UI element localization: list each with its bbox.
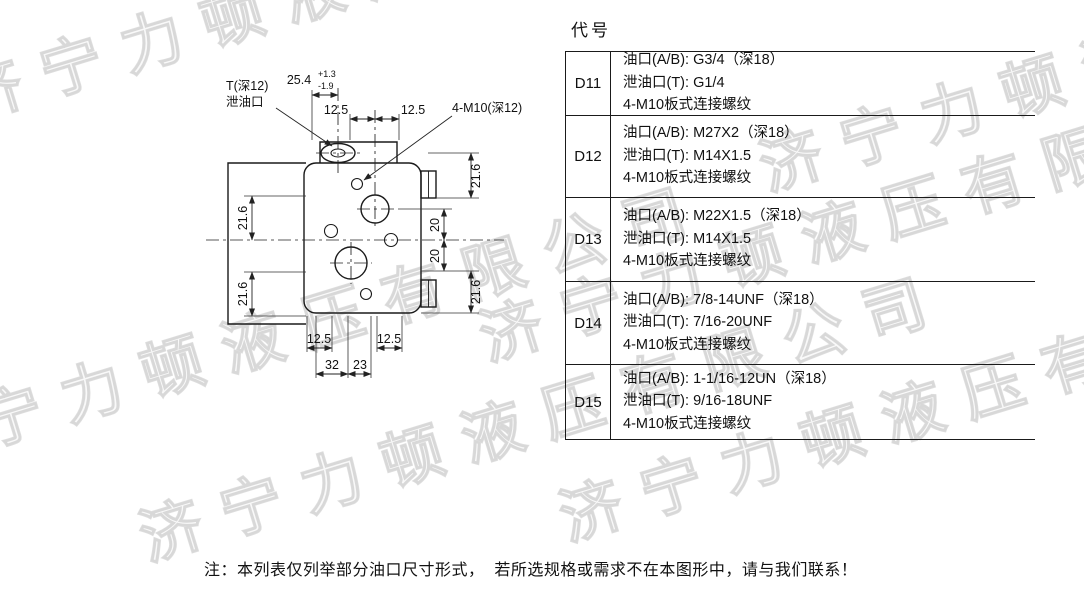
table-rows: D11 油口(A/B): G3/4（深18） 泄油口(T): G1/4 4-M1… — [565, 51, 1035, 440]
dim-32: 32 — [325, 358, 339, 372]
spec-line: 油口(A/B): 7/8-14UNF（深18） — [623, 291, 824, 308]
bolt-hole-circle — [350, 177, 364, 191]
dim-21-6-left-top: 21.6 — [236, 206, 250, 230]
center-lines-group — [206, 88, 504, 284]
table-row: D15 油口(A/B): 1-1/16-12UN（深18） 泄油口(T): 9/… — [566, 364, 1035, 440]
leader-lines-group — [275, 107, 453, 181]
port-b-crosshair — [330, 242, 372, 284]
row-code-cell: D14 — [566, 282, 611, 364]
dim-23: 23 — [353, 358, 367, 372]
spec-line: 泄油口(T): M14X1.5 — [623, 147, 752, 164]
spec-line: 油口(A/B): G3/4（深18） — [623, 52, 785, 69]
spec-line: 4-M10板式连接螺纹 — [623, 170, 752, 187]
dim-12-5-bottom-right: 12.5 — [377, 332, 401, 346]
port-t-crosshair — [316, 88, 361, 175]
bolt-hole-circle — [359, 287, 373, 301]
technical-drawing: T(深12) 泄油口 4-M10(深12) 25.4 +1.3 -1.9 12.… — [206, 69, 522, 378]
footer-note: 注：本列表仅列举部分油口尺寸形式， 若所选规格或需求不在本图形中，请与我们联系！ — [204, 562, 858, 579]
dim-21-6-left-bottom: 21.6 — [236, 282, 250, 306]
dim-20-lower: 20 — [428, 249, 442, 263]
row-spec-cell: 油口(A/B): M27X2（深18） 泄油口(T): M14X1.5 4-M1… — [611, 116, 1035, 197]
dim-12-5-top-right: 12.5 — [401, 103, 425, 117]
spec-line: 泄油口(T): G1/4 — [623, 74, 725, 91]
spec-line: 泄油口(T): 7/16-20UNF — [623, 314, 773, 331]
bolt-leader — [363, 115, 453, 181]
top-boss — [319, 141, 398, 163]
row-spec-cell: 油口(A/B): 7/8-14UNF（深18） 泄油口(T): 7/16-20U… — [611, 282, 1035, 364]
dim-12-5-bottom-left: 12.5 — [307, 332, 331, 346]
spec-line: 油口(A/B): M27X2（深18） — [623, 125, 799, 142]
table-header-cell: 代号 — [571, 21, 611, 40]
table-row: D12 油口(A/B): M27X2（深18） 泄油口(T): M14X1.5 … — [566, 115, 1035, 197]
port-a-crosshair — [357, 110, 394, 228]
row-spec-cell: 油口(A/B): M22X1.5（深18） 泄油口(T): M14X1.5 4-… — [611, 198, 1035, 281]
dim-21-6-right-bottom: 21.6 — [469, 280, 483, 304]
dim-25-4: 25.4 — [287, 73, 311, 87]
port-t-label-line2: 泄油口 — [226, 95, 264, 109]
row-spec-cell: 油口(A/B): G3/4（深18） 泄油口(T): G1/4 4-M10板式连… — [611, 52, 1035, 115]
spec-line: 4-M10板式连接螺纹 — [623, 415, 752, 432]
port-t-leader — [275, 107, 333, 147]
row-code-cell: D12 — [566, 116, 611, 197]
table-row: D11 油口(A/B): G3/4（深18） 泄油口(T): G1/4 4-M1… — [566, 51, 1035, 115]
port-t-label-line1: T(深12) — [226, 79, 268, 93]
dim-12-5-top-left: 12.5 — [324, 103, 348, 117]
row-spec-cell: 油口(A/B): 1-1/16-12UN（深18） 泄油口(T): 9/16-1… — [611, 365, 1035, 439]
row-code-cell: D11 — [566, 52, 611, 115]
dim-20-upper: 20 — [428, 218, 442, 232]
left-profile — [227, 162, 306, 325]
spec-line: 泄油口(T): M14X1.5 — [623, 230, 752, 247]
bolt-pattern-label: 4-M10(深12) — [452, 101, 522, 115]
row-code-cell: D13 — [566, 198, 611, 281]
spec-line: 4-M10板式连接螺纹 — [623, 336, 752, 353]
dim-21-6-right-top: 21.6 — [469, 164, 483, 188]
body-outline-group — [227, 141, 437, 325]
spec-line: 4-M10板式连接螺纹 — [623, 253, 752, 270]
table-row: D14 油口(A/B): 7/8-14UNF（深18） 泄油口(T): 7/16… — [566, 281, 1035, 364]
table-row: D13 油口(A/B): M22X1.5（深18） 泄油口(T): M14X1.… — [566, 197, 1035, 281]
dimension-lines-group — [249, 92, 474, 377]
bolt-hole-circle — [323, 223, 339, 239]
spec-line: 油口(A/B): M22X1.5（深18） — [623, 208, 811, 225]
valve-body — [303, 162, 422, 314]
spec-line: 4-M10板式连接螺纹 — [623, 97, 752, 114]
spec-line: 泄油口(T): 9/16-18UNF — [623, 393, 773, 410]
port-spec-table: 代号 D11 油口(A/B): G3/4（深18） 泄油口(T): G1/4 4… — [565, 14, 1035, 440]
row-code-cell: D15 — [566, 365, 611, 439]
spec-line: 油口(A/B): 1-1/16-12UN（深18） — [623, 370, 836, 387]
dim-25-4-tol-minus: -1.9 — [318, 81, 334, 91]
drawing-labels-group: T(深12) 泄油口 4-M10(深12) 25.4 +1.3 -1.9 12.… — [226, 69, 522, 372]
dim-25-4-tol-plus: +1.3 — [318, 69, 336, 79]
